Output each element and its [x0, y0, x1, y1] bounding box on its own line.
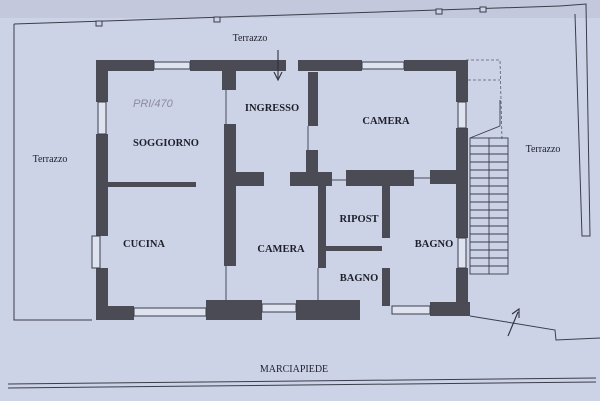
- stair-landing-outline: [466, 59, 503, 141]
- staircase: [469, 100, 509, 275]
- label-terrazzo-left: Terrazzo: [33, 154, 68, 165]
- label-ripost: RIPOST: [339, 214, 378, 225]
- boundary-posts: [95, 6, 487, 27]
- label-ingresso: INGRESSO: [245, 103, 299, 114]
- label-soggiorno: SOGGIORNO: [133, 138, 199, 149]
- label-marciapiede: MARCIAPIEDE: [260, 364, 328, 375]
- door-markings: [225, 90, 430, 300]
- label-bagno-small: BAGNO: [340, 273, 379, 284]
- terrace-boundary: [7, 3, 600, 389]
- label-camera-center: CAMERA: [257, 244, 305, 255]
- outer-walls: [96, 60, 470, 320]
- windows: [91, 61, 467, 317]
- paper-top-shade: [0, 0, 600, 18]
- stair-arrow-icon: [507, 307, 520, 337]
- label-cucina: CUCINA: [123, 239, 165, 250]
- label-terrazzo-top: Terrazzo: [233, 33, 268, 44]
- handwritten-note: PRI/470: [133, 98, 174, 110]
- label-terrazzo-right: Terrazzo: [526, 144, 561, 155]
- label-bagno-right: BAGNO: [415, 239, 454, 250]
- label-camera-top: CAMERA: [362, 116, 410, 127]
- interior-walls: [108, 60, 460, 306]
- entry-arrow-icon: [273, 50, 283, 82]
